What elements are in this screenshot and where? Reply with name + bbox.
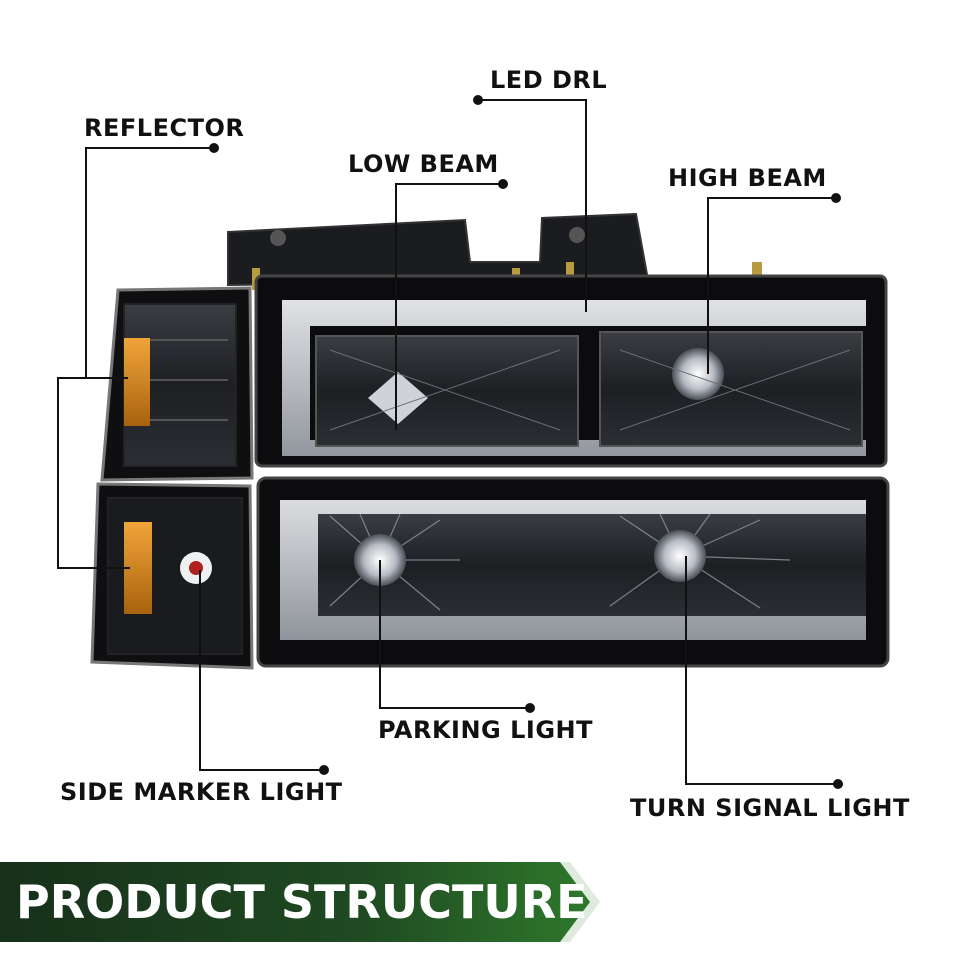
banner-title: PRODUCT STRUCTURE: [16, 875, 588, 929]
headlight-housing: [254, 274, 888, 468]
leader-dots: [209, 95, 843, 789]
label-high-beam: HIGH BEAM: [668, 164, 827, 192]
label-side-marker-light: SIDE MARKER LIGHT: [60, 778, 343, 806]
label-reflector: REFLECTOR: [84, 114, 245, 142]
label-low-beam: LOW BEAM: [348, 150, 499, 178]
corner-lamp-upper: [100, 286, 254, 482]
product-structure-banner: [0, 862, 604, 942]
label-led-drl: LED DRL: [490, 66, 608, 94]
reflector-upper: [124, 338, 150, 426]
label-parking-light: PARKING LIGHT: [378, 716, 593, 744]
label-turn-signal-light: TURN SIGNAL LIGHT: [630, 794, 910, 822]
corner-lamp-lower: [90, 482, 254, 670]
parking-lamp-housing: [256, 476, 890, 668]
leader-lines: [57, 99, 838, 785]
